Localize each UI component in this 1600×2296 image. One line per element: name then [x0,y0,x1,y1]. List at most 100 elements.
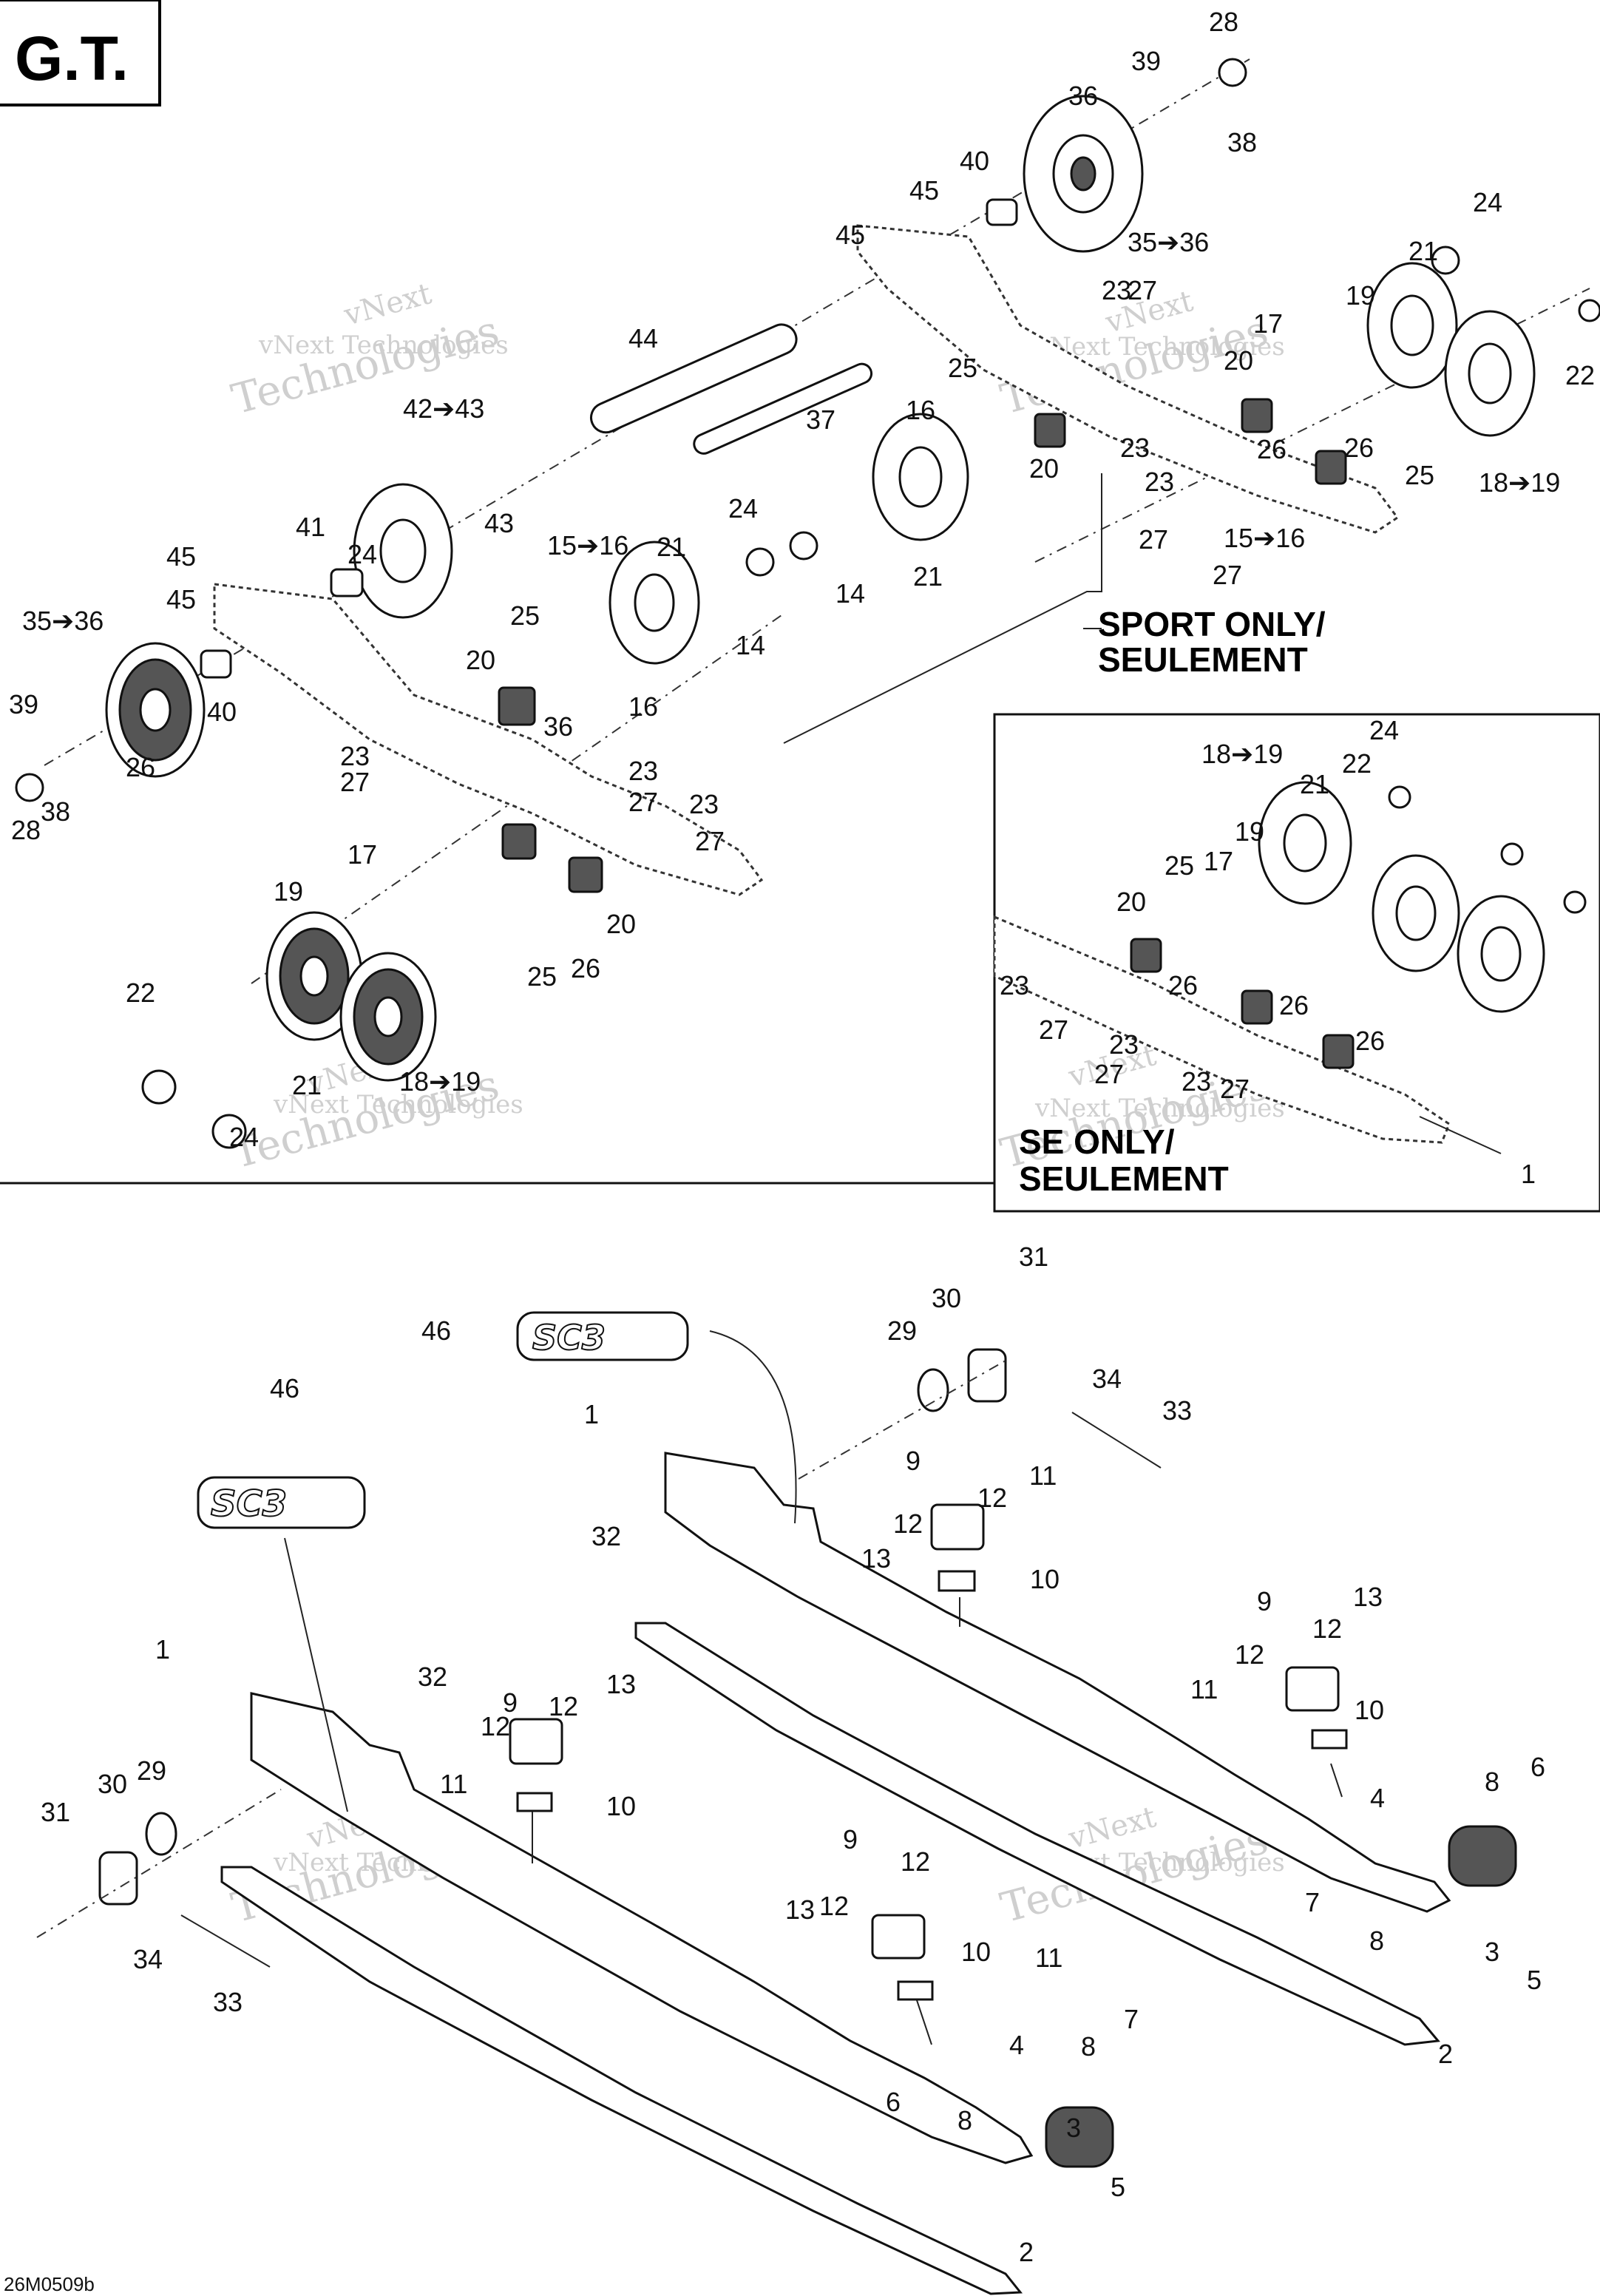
cap-24 [1431,245,1460,275]
bottom-callout: 11 [440,1769,467,1799]
title-box: G.T. [0,0,161,106]
diagram-title: G.T. [15,24,129,93]
se-wheel-18-19 [1258,781,1352,905]
top-callout: 45 [166,541,196,572]
top-callout: 27 [1139,524,1168,555]
bottom-callout: 6 [1530,1752,1545,1782]
se-wheel-right [1457,895,1545,1013]
pad-10 [516,1792,553,1812]
pad-10 [1311,1729,1348,1750]
top-callout: 25 [527,961,557,992]
top-callout: 20 [1029,453,1059,484]
bottom-callout: 7 [1305,1887,1320,1917]
bottom-callout: 2 [1019,2237,1034,2267]
se-callout: 25 [1165,850,1194,881]
top-callout: 37 [806,404,835,435]
se-only-heading-2: SEULEMENT [1019,1159,1229,1198]
bottom-callout: 12 [819,1891,849,1921]
bracket-20 [1034,413,1066,448]
bottom-callout: 2 [1438,2039,1453,2069]
top-callout: 35➔36 [22,606,104,636]
se-callout: 23 [1109,1029,1139,1060]
top-callout: 40 [960,146,989,176]
top-callout: 23 [689,789,719,819]
se-frame [993,915,1451,1144]
bottom-callout: 9 [843,1824,858,1855]
bottom-callout: 9 [1257,1586,1272,1616]
bottom-callout: 12 [901,1846,930,1877]
bumper-5-left [1045,2106,1114,2168]
top-callout: 45 [166,584,196,614]
bracket-30-left [98,1851,138,1906]
top-callout: 26 [1344,433,1374,463]
plate-29-left [145,1812,177,1856]
bumper-5-right [1448,1825,1517,1887]
top-callout: 16 [906,395,935,425]
top-callout: 17 [1253,308,1283,339]
se-callout: 27 [1220,1074,1250,1104]
slider-left [220,1866,1023,2295]
se-callout: 24 [1369,715,1399,745]
bottom-callout: 10 [1355,1695,1384,1725]
block-9 [509,1718,563,1765]
top-callout: 27 [1128,275,1157,305]
bottom-assembly: SC3 SC3 [36,1311,1517,2295]
top-callout: 35➔36 [1128,227,1209,257]
block-9 [1285,1666,1340,1712]
shaft-44 [590,323,798,434]
bottom-callout: 4 [1009,2030,1024,2060]
top-callout: 20 [466,645,495,675]
top-callout: 39 [1131,46,1161,76]
bottom-callout: 29 [137,1755,166,1786]
top-callout: 41 [296,512,325,542]
bracket-20 [498,686,536,726]
top-callout: 26 [1257,434,1287,464]
front-frame [856,224,1400,534]
sport-only-heading-2: SEULEMENT [1098,640,1308,679]
cap-24-right [1578,299,1600,322]
se-bracket-20 [1130,938,1162,973]
pad-10 [897,1980,934,2001]
top-callout: 17 [348,839,377,870]
bottom-callout: 8 [957,2105,972,2136]
se-only-heading: SE ONLY/ [1019,1122,1175,1161]
top-callout: 23 [340,741,370,771]
se-bracket-20 [1241,989,1273,1025]
decal-leader-left [284,1537,348,1812]
bushing-41 [330,568,364,597]
bottom-callout: 11 [1029,1460,1057,1491]
top-callout: 15➔16 [1224,523,1305,553]
bottom-callout: 7 [1124,2004,1139,2034]
watermark-text: vNext [340,277,435,333]
se-callout: 20 [1116,887,1146,917]
bottom-callout: 30 [98,1769,127,1799]
top-callout: 27 [628,787,658,817]
wheel-16 [872,413,969,541]
cap-24-mid2 [789,531,818,561]
bottom-callout: 13 [861,1543,891,1574]
top-callout: 16 [628,691,658,722]
top-callout: 42➔43 [403,393,484,424]
bottom-callout: 34 [1092,1364,1122,1394]
top-callout: 45 [909,175,939,206]
bracket-20 [1315,450,1347,485]
se-callout: 27 [1094,1059,1124,1089]
top-callout: 23 [628,756,658,786]
se-callout: 17 [1204,846,1233,876]
top-callout: 20 [606,909,636,939]
top-callout: 25 [948,353,977,383]
watermark-text: vNext Technologies [273,1090,523,1120]
svg-text:SC3: SC3 [211,1483,287,1525]
top-callout: 22 [1565,360,1595,390]
bottom-callout: 34 [133,1944,163,1974]
se-callout: 19 [1235,816,1264,847]
bolt-33 [1071,1412,1162,1469]
sc3-decal-right: SC3 [516,1311,689,1361]
drawing-code: 26M0509b [4,2273,95,2295]
se-callout: 26 [1355,1026,1385,1056]
top-callout: 23 [1145,467,1174,497]
plate-29 [917,1368,949,1412]
pad-10 [938,1570,976,1592]
top-callout: 24 [728,493,758,524]
